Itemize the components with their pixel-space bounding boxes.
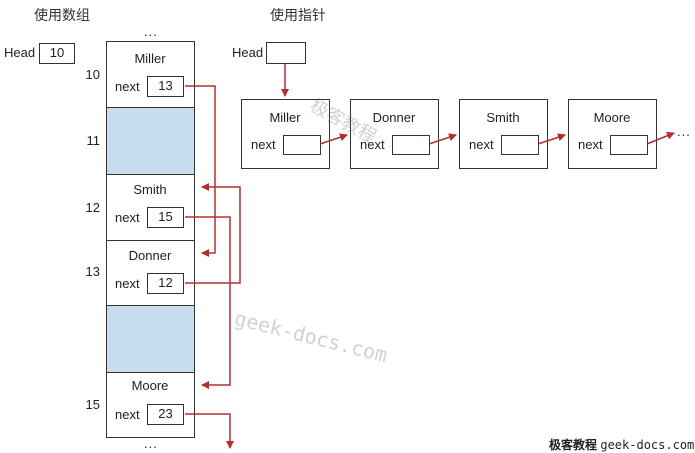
next-label: next bbox=[360, 137, 385, 152]
node-smith: Smith next bbox=[459, 99, 548, 169]
arrow-node-moore-next bbox=[646, 131, 675, 145]
node-name: Miller bbox=[269, 110, 301, 125]
next-label: next bbox=[115, 210, 140, 225]
node-name: Smith bbox=[486, 110, 520, 125]
array-cell-moore: Moore next 23 bbox=[106, 372, 195, 438]
next-label: next bbox=[578, 137, 603, 152]
array-cell-name: Moore bbox=[131, 378, 169, 393]
watermark-corner: 极客教程 geek-docs.com bbox=[549, 436, 694, 453]
pointer-title: 使用指针 bbox=[270, 7, 326, 23]
arrow-node-miller-next bbox=[319, 133, 348, 145]
array-index: 15 bbox=[85, 397, 100, 412]
array-cell-name: Miller bbox=[134, 51, 166, 66]
pointer-tail-dots: ... bbox=[677, 124, 691, 139]
node-donner: Donner next bbox=[350, 99, 439, 169]
node-next-box bbox=[283, 135, 321, 155]
array-cell-donner: Donner next 12 bbox=[106, 240, 195, 306]
next-label: next bbox=[115, 276, 140, 291]
node-name: Moore bbox=[593, 110, 631, 125]
arrow-node-smith-next bbox=[537, 133, 566, 145]
next-value: 23 bbox=[147, 404, 184, 425]
node-miller: Miller next bbox=[241, 99, 330, 169]
array-cell-smith: Smith next 15 bbox=[106, 174, 195, 241]
node-next-box bbox=[392, 135, 430, 155]
node-name: Donner bbox=[372, 110, 416, 125]
node-moore: Moore next bbox=[568, 99, 657, 169]
arrow-node-donner-next bbox=[428, 133, 457, 145]
array-head-value: 10 bbox=[39, 43, 75, 64]
next-label: next bbox=[251, 137, 276, 152]
node-next-box bbox=[501, 135, 539, 155]
array-index: 12 bbox=[85, 200, 100, 215]
watermark-corner-cn: 极客教程 bbox=[549, 438, 598, 452]
next-label: next bbox=[115, 407, 140, 422]
arrow-moore-next bbox=[185, 413, 234, 449]
array-index: 10 bbox=[85, 67, 100, 82]
array-index: 13 bbox=[85, 264, 100, 279]
arrow-donner-to-smith bbox=[185, 183, 241, 284]
watermark-corner-url: geek-docs.com bbox=[600, 438, 695, 452]
pointer-head-box bbox=[266, 42, 306, 64]
array-cell-empty bbox=[106, 107, 195, 175]
array-cell-empty bbox=[106, 305, 195, 373]
array-bottom-dots: ... bbox=[144, 436, 158, 451]
array-head-label: Head bbox=[4, 45, 36, 60]
array-index: 11 bbox=[86, 133, 101, 148]
node-next-box bbox=[610, 135, 648, 155]
array-title: 使用数组 bbox=[34, 7, 90, 23]
next-label: next bbox=[115, 79, 140, 94]
next-value: 12 bbox=[147, 273, 184, 294]
next-value: 13 bbox=[147, 76, 184, 97]
arrow-smith-to-moore bbox=[185, 216, 231, 389]
pointer-head-label: Head bbox=[232, 45, 264, 60]
next-label: next bbox=[469, 137, 494, 152]
arrow-miller-to-donner bbox=[185, 85, 216, 257]
array-top-dots: ... bbox=[144, 24, 158, 39]
array-cell-name: Smith bbox=[133, 182, 167, 197]
array-cell-name: Donner bbox=[128, 248, 172, 263]
next-value: 15 bbox=[147, 207, 184, 228]
